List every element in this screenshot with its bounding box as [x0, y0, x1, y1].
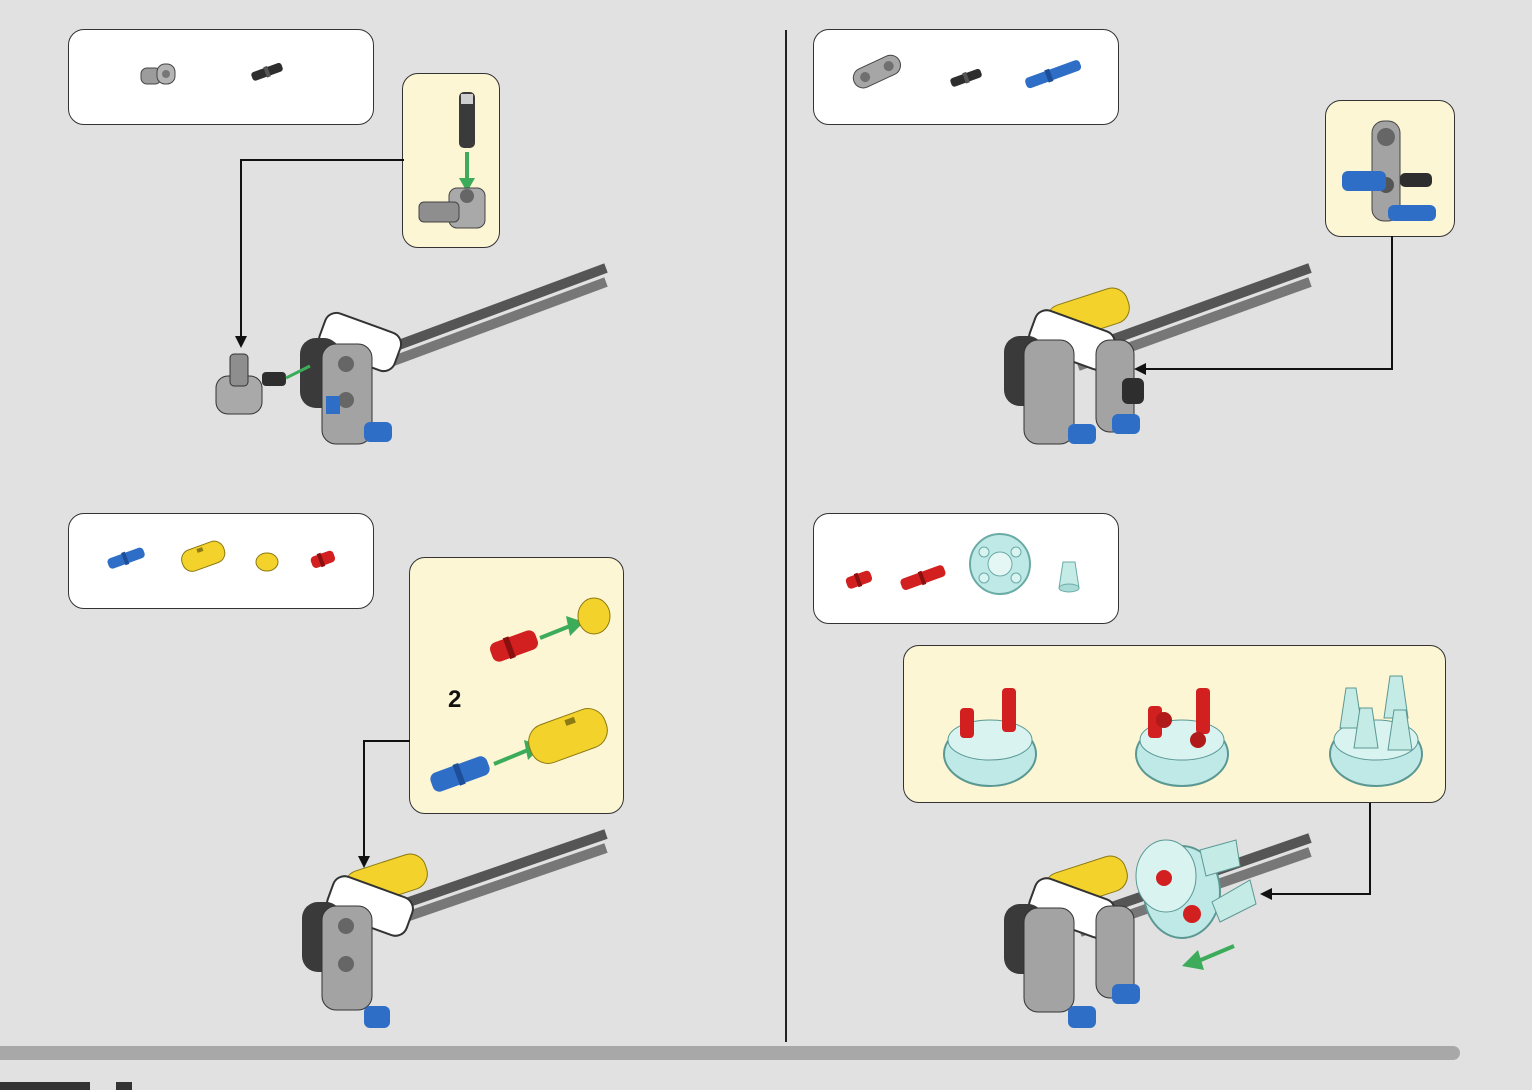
callout-step-3-illustration [410, 558, 625, 815]
black-friction-pin-icon [949, 67, 983, 88]
assembly-step-2 [1004, 268, 1310, 444]
blue-pin-shape [1342, 171, 1386, 191]
callout-multiplier: 2 [448, 686, 461, 714]
white-beam [1026, 875, 1119, 941]
blue-axle-pin-short-icon [106, 546, 146, 571]
green-motion-arrow [1196, 946, 1234, 962]
callout-step-4 [903, 645, 1446, 803]
gray-connector-beam [1096, 340, 1134, 432]
blue-pin [364, 422, 392, 442]
black-friction-pin-icon [250, 61, 284, 82]
arrow-callout-step-2 [1140, 236, 1392, 369]
parts-list-step-4-icons [814, 514, 1120, 625]
page-divider [785, 30, 787, 1042]
footer-mark-left [0, 1082, 90, 1090]
hub-with-pins-substep-1 [944, 688, 1036, 786]
assembly-step-3 [302, 834, 606, 1028]
white-beam [324, 873, 417, 939]
trans-light-blue-cone-icon [1059, 562, 1079, 592]
parts-list-step-4 [813, 513, 1119, 624]
yellow-pin-connector-icon [179, 538, 228, 574]
black-pin-shape [1400, 173, 1432, 187]
green-motion-arrow-2 [494, 750, 528, 764]
trans-light-blue-wheel-hub-icon [970, 534, 1030, 594]
blue-pin-shape [428, 753, 492, 794]
gray-axle-connector [216, 376, 262, 414]
yellow-round-tile-icon [256, 553, 278, 571]
parts-list-step-3 [68, 513, 374, 609]
assembly-step-1 [216, 268, 606, 444]
callout-step-4-illustration [904, 646, 1447, 804]
gray-axle-pin-connector-icon [141, 64, 175, 84]
black-connector [300, 338, 340, 408]
yellow-connector-shape [524, 704, 613, 769]
yellow-tile-shape [578, 598, 610, 634]
gray-pin-connector-beam-icon [850, 52, 904, 91]
callout-step-2 [1325, 100, 1455, 237]
callout-step-1 [402, 73, 500, 248]
callout-step-3 [409, 557, 624, 814]
red-pin-shape [488, 627, 541, 664]
arrow-callout-step-3 [364, 741, 410, 862]
parts-list-step-1 [68, 29, 374, 125]
red-pin-icon [844, 569, 873, 591]
green-motion-arrow-1 [540, 626, 570, 638]
footer-mark-small [116, 1082, 132, 1090]
gray-axles [380, 268, 606, 366]
assembly-step-4 [1004, 838, 1310, 1028]
arrow-callout-step-4 [1266, 803, 1370, 894]
yellow-connector [340, 850, 431, 910]
black-pin [262, 372, 286, 386]
gray-frame [322, 344, 372, 444]
callout-step-1-illustration [403, 74, 501, 249]
footer-bar [0, 1046, 1460, 1060]
red-axle-pin-icon [899, 563, 947, 592]
parts-list-step-2 [813, 29, 1119, 125]
hub-with-pins-substep-2 [1136, 688, 1228, 786]
trans-blue-hub-assembly [1136, 840, 1256, 938]
white-beam [1026, 307, 1119, 373]
hub-with-cones-substep-3 [1330, 676, 1422, 786]
parts-list-step-3-icons [69, 514, 375, 610]
white-beam [316, 310, 405, 375]
red-pin-icon [309, 549, 336, 570]
parts-list-step-1-icons [69, 30, 375, 126]
yellow-connector [1042, 284, 1133, 344]
yellow-connector [1040, 852, 1131, 912]
arrow-callout-step-1 [241, 160, 404, 342]
callout-step-2-illustration [1326, 101, 1456, 238]
parts-list-step-2-icons [814, 30, 1120, 126]
blue-axle-pin-icon [1024, 58, 1083, 90]
